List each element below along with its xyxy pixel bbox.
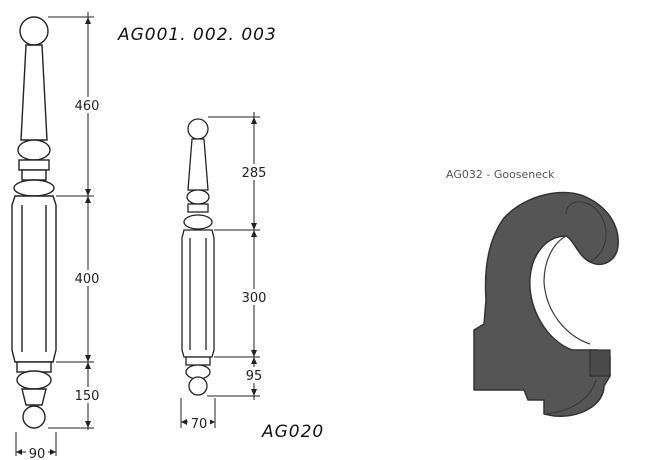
large-post-base-neck [21, 388, 47, 406]
gooseneck-caption: AG032 - Gooseneck [446, 168, 555, 181]
large-dim-width: 90 [29, 447, 46, 460]
large-dim-top: 460 [75, 99, 100, 114]
small-post-collar-lower [183, 214, 213, 230]
large-newel-post [11, 16, 57, 429]
large-post-finial-ball [19, 16, 49, 46]
large-post-shaft [11, 195, 57, 363]
large-post-collar-upper [17, 139, 51, 161]
small-newel-post [181, 118, 215, 396]
small-dim-width: 70 [191, 417, 208, 432]
small-post-code-label: AG020 [261, 422, 324, 442]
large-post-collar-ring [18, 159, 50, 171]
small-dim-middle: 300 [242, 291, 267, 306]
large-post-drop-ball [22, 405, 46, 429]
large-post-neck [21, 169, 47, 181]
gooseneck-base-step [589, 349, 611, 377]
large-dim-bottom: 150 [75, 389, 100, 404]
gooseneck-body [473, 191, 619, 417]
large-post-code-label: AG001. 002. 003 [117, 25, 277, 45]
gooseneck-profile [473, 191, 619, 417]
small-post-base-ring [185, 356, 211, 366]
small-post-shaft [181, 229, 215, 358]
large-dim-middle: 400 [75, 272, 100, 287]
small-dim-top: 285 [242, 166, 267, 181]
small-post-drop-ball [188, 376, 208, 396]
large-post-arrowheads [16, 17, 91, 455]
small-post-finial-ball [187, 118, 209, 140]
large-post-collar-lower [13, 179, 55, 197]
small-post-collar-upper [186, 189, 210, 205]
gooseneck-toe [543, 379, 597, 415]
gooseneck-scroll-inner [565, 201, 607, 263]
large-post-taper [20, 44, 48, 141]
small-post-taper [187, 138, 209, 191]
small-post-collar-ring [187, 203, 209, 213]
large-post-base-bead [16, 370, 52, 390]
small-post-arrowheads [181, 117, 257, 425]
small-dim-bottom: 95 [246, 369, 263, 384]
gooseneck-inner-edge [543, 235, 591, 345]
